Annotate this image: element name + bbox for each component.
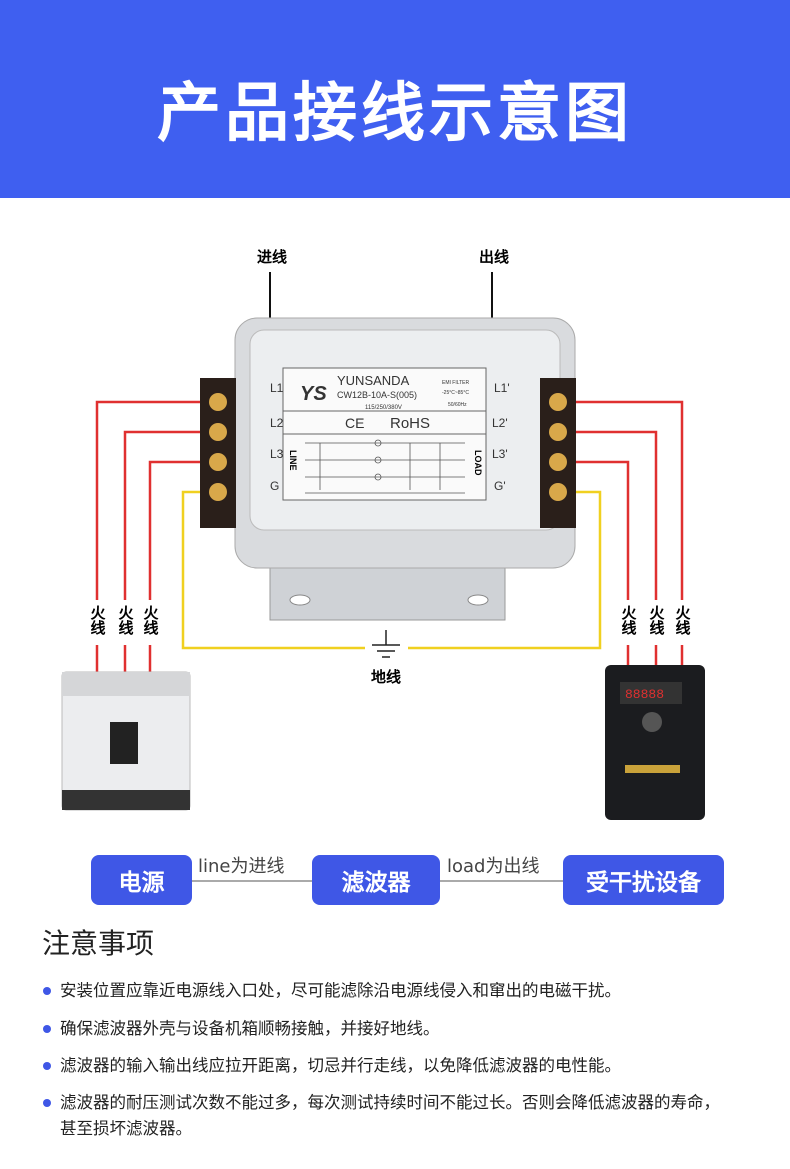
terminal-l2: L2 — [270, 416, 284, 430]
live-label: 火线 — [674, 605, 691, 636]
model: CW12B-10A-S(005) — [337, 390, 417, 400]
flow-filter: 滤波器 — [312, 855, 440, 905]
title-banner: 产品接线示意图 — [0, 0, 790, 198]
bullet-icon — [43, 1099, 51, 1107]
terminal-l3-out: L3' — [492, 447, 508, 461]
page-title: 产品接线示意图 — [157, 77, 633, 151]
live-labels: 火线 火线 火线 火线 火线 火线 — [89, 605, 691, 636]
terminal-l1-out: L1' — [494, 381, 510, 395]
ground-wire — [181, 490, 602, 650]
bullet-icon — [43, 987, 51, 995]
in-label: 进线 — [257, 248, 287, 266]
line-side-label: LINE — [288, 450, 298, 471]
notes-title: 注意事项 — [42, 927, 155, 960]
wiring-diagram: 进线 出线 地线 火线 火线 火线 火线 火线 火线 YS YUNSANDA C… — [61, 248, 705, 820]
live-wires-left — [95, 400, 205, 676]
bullet-icon — [43, 1062, 51, 1070]
ground-symbol-icon — [372, 630, 400, 658]
live-label: 火线 — [142, 605, 159, 636]
flow-device: 受干扰设备 — [563, 855, 724, 905]
circuit-schematic — [305, 439, 465, 494]
brand-logo: YS — [300, 383, 327, 405]
terminal-labels-left: L1 L2 L3 G — [270, 381, 284, 493]
out-label: 出线 — [479, 248, 509, 266]
flow-source: 电源 — [91, 855, 192, 905]
note-item: 滤波器的耐压测试次数不能过多，每次测试持续时间不能过长。否则会降低滤波器的寿命，… — [43, 1090, 720, 1142]
live-label: 火线 — [648, 605, 665, 636]
note-text: 安装位置应靠近电源线入口处，尽可能滤除沿电源线侵入和窜出的电磁干扰。 — [60, 981, 621, 1000]
live-label: 火线 — [117, 605, 134, 636]
terminal-l3: L3 — [270, 447, 284, 461]
live-label: 火线 — [620, 605, 637, 636]
note-text: 滤波器的输入输出线应拉开距离，切忌并行走线，以免降低滤波器的电性能。 — [60, 1056, 621, 1075]
terminal-l2-out: L2' — [492, 416, 508, 430]
brand-name: YUNSANDA — [337, 373, 410, 388]
line-note: line为进线 — [198, 856, 285, 877]
load-note: load为出线 — [447, 856, 540, 877]
voltage: 115/250/380V — [365, 405, 402, 411]
terminal-g-out: G' — [494, 479, 506, 493]
circuit-breaker-image — [61, 671, 191, 811]
note-item: 安装位置应靠近电源线入口处，尽可能滤除沿电源线侵入和窜出的电磁干扰。 — [43, 978, 740, 1004]
filter-type: EMI FILTER — [442, 380, 470, 386]
terminal-labels-right: L1' L2' L3' G' — [492, 381, 510, 493]
frequency: 50/60Hz — [448, 402, 467, 408]
inverter-image: 88888 — [605, 665, 705, 820]
terminal-g: G — [270, 479, 279, 493]
note-text: 滤波器的耐压测试次数不能过多，每次测试持续时间不能过长。否则会降低滤波器的寿命，… — [60, 1093, 720, 1138]
ground-label: 地线 — [371, 668, 401, 686]
live-label: 火线 — [89, 605, 106, 636]
flow-connector — [440, 880, 564, 882]
temp-range: -25°C~85°C — [442, 390, 469, 396]
flow-connector — [190, 880, 312, 882]
live-wires-right — [570, 400, 684, 668]
note-item: 确保滤波器外壳与设备机箱顺畅接触，并接好地线。 — [43, 1016, 740, 1042]
load-side-label: LOAD — [473, 450, 483, 476]
emi-filter: YS YUNSANDA CW12B-10A-S(005) 115/250/380… — [200, 317, 576, 621]
note-text: 确保滤波器外壳与设备机箱顺畅接触，并接好地线。 — [60, 1019, 440, 1038]
terminal-l1: L1 — [270, 381, 284, 395]
rohs-mark: RoHS — [390, 415, 430, 432]
bullet-icon — [43, 1025, 51, 1033]
note-item: 滤波器的输入输出线应拉开距离，切忌并行走线，以免降低滤波器的电性能。 — [43, 1053, 740, 1079]
terminal-block-right — [540, 378, 576, 528]
terminal-block-left — [200, 378, 236, 528]
svg-text:88888: 88888 — [625, 687, 664, 702]
ce-mark: CE — [345, 415, 364, 431]
